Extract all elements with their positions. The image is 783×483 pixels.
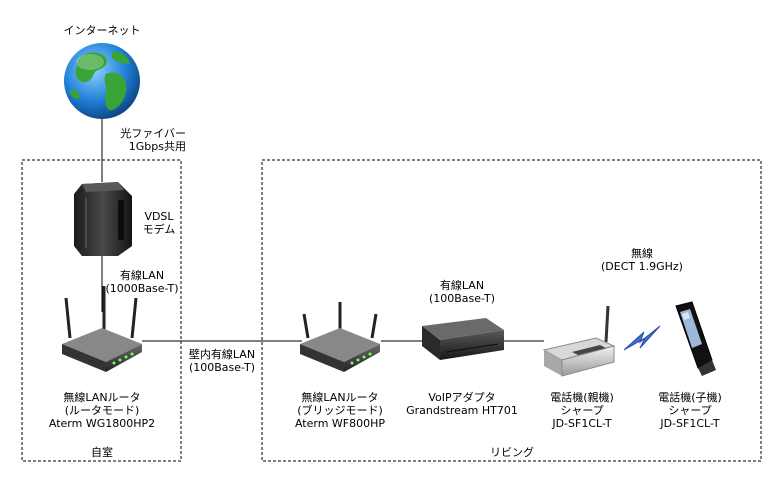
vdsl-modem-label: VDSL モデム [142, 210, 176, 236]
handset-label: 電話機(子機) シャープ JD-SF1CL-T [658, 391, 722, 430]
base-phone-icon [542, 305, 616, 377]
bridge-router-icon [300, 302, 380, 372]
base-phone-label: 電話機(親機) シャープ JD-SF1CL-T [550, 391, 614, 430]
globe-icon [64, 43, 140, 119]
internet-label: インターネット [63, 24, 141, 37]
zone-home-label: 自室 [91, 446, 113, 459]
modem-icon [74, 182, 132, 256]
handset-icon [675, 301, 716, 376]
zone-living-label: リビング [490, 446, 534, 459]
voip-adapter-icon [422, 318, 504, 360]
router-icon [62, 286, 142, 372]
bridge-router-label: 無線LANルータ (ブリッジモード) Aterm WF800HP [294, 391, 386, 430]
bridge-voip-link-label: 有線LAN (100Base-T) [428, 279, 496, 305]
wireless-label: 無線 (DECT 1.9GHz) [601, 247, 683, 273]
wall-lan-label: 壁内有線LAN (100Base-T) [188, 348, 256, 374]
modem-router-link-label: 有線LAN (1000Base-T) [105, 269, 179, 295]
voip-adapter-label: VoIPアダプタ Grandstream HT701 [406, 391, 518, 417]
fiber-label: 光ファイバー 1Gbps共用 [120, 127, 186, 153]
wireless-signal-icon [623, 325, 661, 351]
router-label: 無線LANルータ (ルータモード) Aterm WG1800HP2 [48, 391, 156, 430]
